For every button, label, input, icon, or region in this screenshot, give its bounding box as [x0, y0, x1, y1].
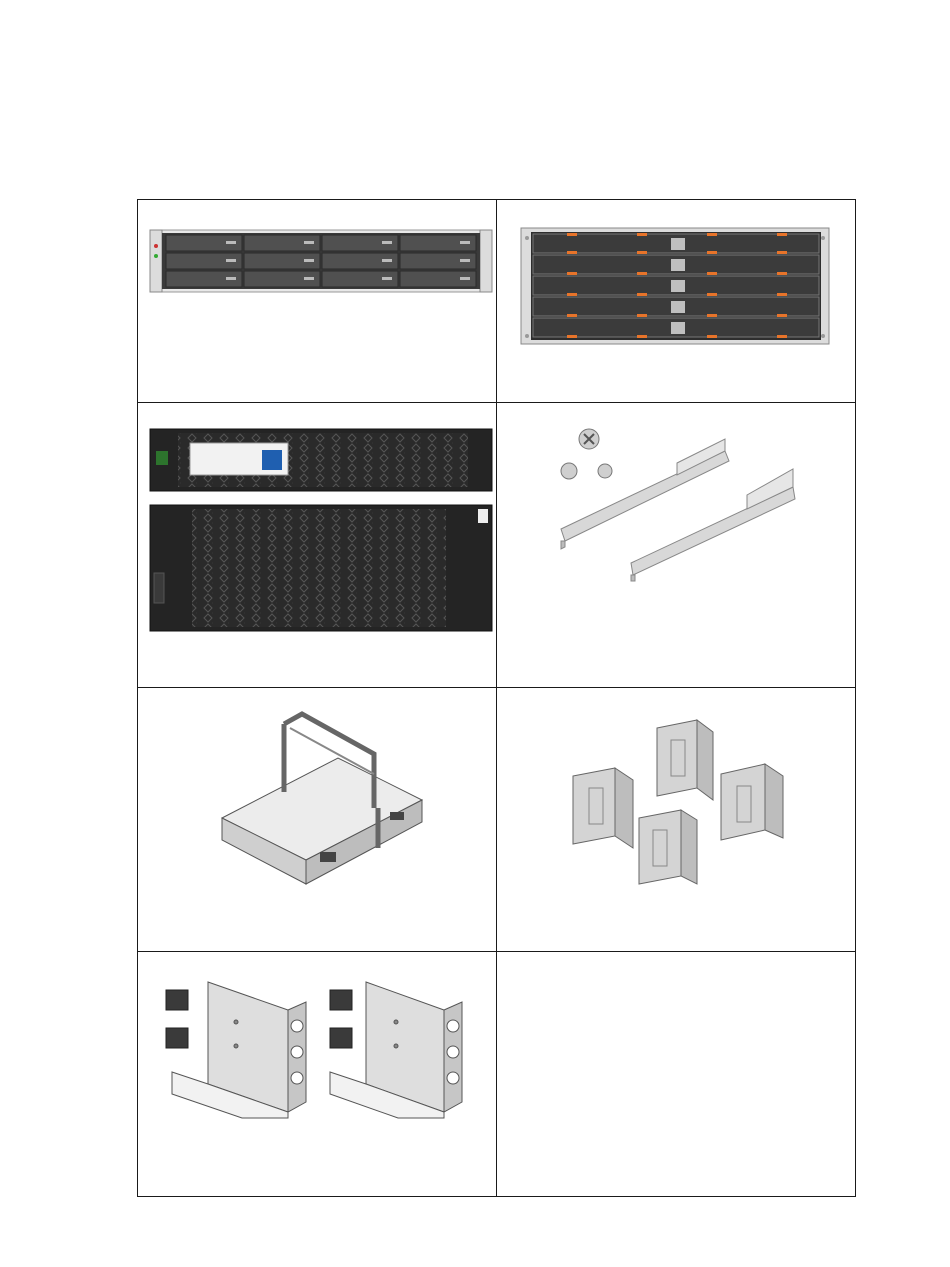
cable-management-clips-icon: [497, 688, 857, 951]
cell-l-brackets: [138, 952, 496, 1198]
cell-cable-clips: [497, 688, 857, 951]
2u-12-drive-shelf-front-icon: [138, 200, 496, 402]
cell-4u-shelf: [497, 200, 857, 402]
cell-2u-shelf: [138, 200, 496, 402]
shelf-bezels-icon: [138, 403, 496, 687]
components-table: [137, 199, 856, 1197]
rail-kit-with-screws-icon: [497, 403, 857, 687]
l-brackets-with-cage-nuts-icon: [138, 952, 496, 1198]
4u-60-drive-shelf-drawers-icon: [497, 200, 857, 402]
drive-carrier-with-handle-icon: [138, 688, 496, 951]
cell-drive-carrier: [138, 688, 496, 951]
cell-rail-kit: [497, 403, 857, 687]
cell-empty: [497, 952, 857, 1198]
cell-bezels: [138, 403, 496, 687]
